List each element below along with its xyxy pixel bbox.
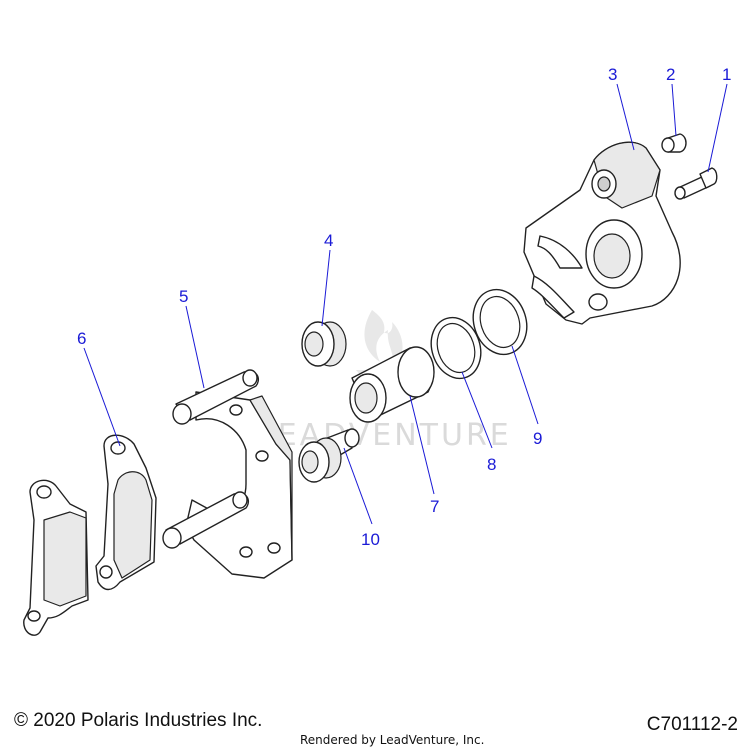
callout-3: 3 — [608, 65, 617, 84]
callout-9: 9 — [533, 429, 542, 448]
lower-slide-pin — [298, 428, 360, 483]
leader-line-5 — [185, 305, 205, 389]
leader-line-10 — [343, 447, 373, 525]
piston-seal — [430, 316, 482, 380]
callout-2: 2 — [666, 65, 675, 84]
rendered-by-text: Rendered by LeadVenture, Inc. — [300, 733, 485, 747]
leader-line-6 — [83, 347, 121, 447]
bleeder-cap — [661, 133, 687, 153]
callout-6: 6 — [77, 329, 86, 348]
bleeder-screw — [674, 167, 718, 200]
leader-line-1 — [707, 83, 728, 173]
brake-pad-inner — [95, 434, 157, 591]
brake-pad-outer — [23, 479, 89, 636]
callout-8: 8 — [487, 455, 496, 474]
watermark-text: LEADVENTURE — [258, 418, 512, 453]
leader-line-9 — [511, 345, 539, 425]
diagram-code: C701112-2 — [646, 714, 738, 735]
leader-line-8 — [461, 371, 493, 449]
callout-1: 1 — [722, 65, 731, 84]
leader-line-4 — [321, 249, 331, 327]
leader-line-2 — [671, 83, 677, 137]
caliper-bracket — [162, 369, 293, 579]
callout-7: 7 — [430, 497, 439, 516]
upper-pin-boot — [301, 321, 347, 367]
callout-5: 5 — [179, 287, 188, 306]
callout-4: 4 — [324, 231, 333, 250]
leader-line-7 — [409, 395, 435, 495]
caliper-body — [523, 141, 681, 325]
dust-seal — [472, 288, 528, 356]
copyright-text: © 2020 Polaris Industries Inc. — [14, 710, 263, 731]
leader-line-3 — [616, 83, 635, 151]
caliper-piston — [349, 346, 435, 423]
callout-10: 10 — [361, 530, 380, 549]
